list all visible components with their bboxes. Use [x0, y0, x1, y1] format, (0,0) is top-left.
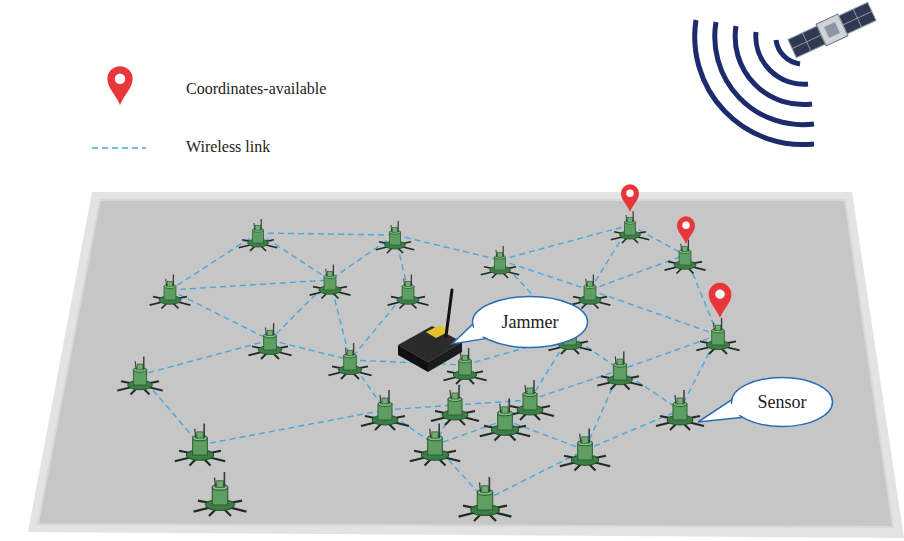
sensor-device	[388, 275, 429, 309]
wireless-link	[630, 225, 685, 255]
legend-entry: Wireless link	[186, 138, 270, 156]
wireless-link	[590, 290, 718, 335]
wireless-link	[395, 235, 500, 260]
jammer-device	[398, 290, 462, 372]
sensor-device	[361, 390, 409, 430]
legend-text: Coordinates-available	[186, 80, 326, 97]
callout-bubble: Jammer	[471, 295, 589, 349]
wireless-link	[258, 233, 395, 235]
wireless-link	[500, 225, 630, 260]
legend-pin-sample	[107, 66, 132, 105]
wireless-links	[140, 225, 718, 500]
sensor-device	[239, 219, 277, 251]
legend-text: Wireless link	[186, 138, 270, 155]
location-pin	[709, 283, 732, 318]
location-pins	[621, 184, 731, 318]
callout-tail-join	[704, 396, 752, 420]
wireless-link	[585, 410, 680, 450]
wireless-link	[505, 420, 585, 450]
board	[38, 200, 893, 527]
sensor-device	[665, 240, 706, 274]
wireless-link	[455, 400, 530, 405]
wireless-link	[330, 235, 395, 280]
sensor-device	[459, 477, 512, 521]
sensor-device	[376, 221, 414, 253]
sensor-device	[560, 429, 610, 471]
wireless-link	[140, 340, 270, 375]
sensor-device	[175, 424, 225, 466]
wireless-link	[200, 410, 385, 445]
sensor-device	[656, 390, 704, 430]
legend-line-sample	[92, 147, 146, 149]
sensor-device	[310, 265, 351, 299]
sensor-device	[194, 472, 247, 516]
sensor-device	[328, 343, 371, 379]
sensor-device	[611, 211, 649, 243]
sensor-device	[410, 424, 460, 466]
callout-text: Sensor	[758, 392, 807, 413]
sensor-device	[597, 352, 643, 390]
location-pin	[677, 216, 695, 244]
sensor-device	[248, 323, 291, 359]
wireless-link	[530, 370, 620, 400]
sensor-device	[696, 318, 739, 354]
callout-text: Jammer	[502, 312, 559, 333]
sensor-device	[480, 399, 530, 441]
location-pin	[621, 184, 639, 212]
wireless-link	[590, 255, 685, 290]
wireless-link	[350, 360, 465, 365]
satellite	[787, 1, 877, 60]
wireless-link	[170, 280, 330, 290]
callout-bubble: Sensor	[730, 376, 834, 428]
sensors	[117, 211, 739, 521]
sensor-device	[431, 385, 479, 425]
callout-tail-join	[457, 315, 496, 342]
legend-entry: Coordinates-available	[186, 80, 326, 98]
wireless-link	[170, 233, 258, 290]
sensor-device	[117, 357, 163, 395]
sensor-device	[481, 246, 519, 278]
wireless-link	[385, 405, 455, 410]
sensor-device	[150, 275, 191, 309]
sensor-device	[506, 380, 554, 420]
sensor-device	[570, 275, 611, 309]
board-edge	[28, 192, 904, 538]
